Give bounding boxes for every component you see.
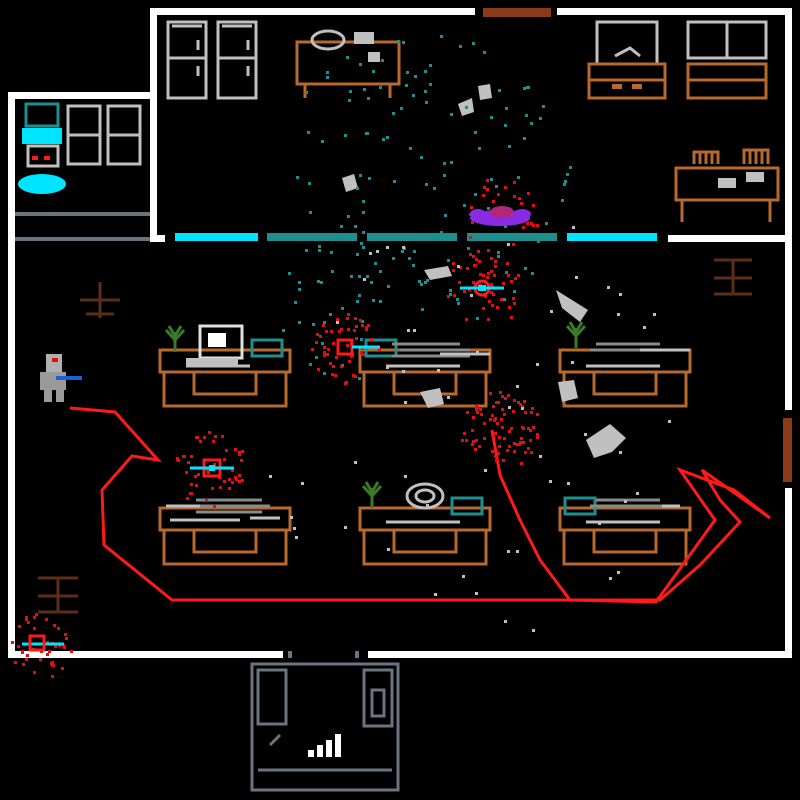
desk-phone-1[interactable]	[250, 338, 284, 358]
elevator-room	[250, 662, 400, 792]
scrap-debris	[420, 266, 626, 458]
rolodex[interactable]	[405, 482, 445, 510]
grey-debris-dots	[269, 226, 671, 632]
walls	[8, 8, 792, 658]
left-room-shelf	[15, 212, 150, 241]
purple-goo	[470, 206, 531, 226]
top-door[interactable]	[483, 8, 551, 17]
security-drone-top[interactable]	[460, 279, 504, 297]
potted-plant-3	[361, 481, 383, 508]
blood-splatter-3	[461, 391, 539, 465]
bottom-doorway[interactable]	[288, 651, 359, 658]
potted-plant-1	[164, 325, 186, 352]
office-desk-4[interactable]	[158, 506, 292, 566]
coat-rack-left[interactable]	[80, 282, 120, 318]
filing-cabinet-left[interactable]	[166, 20, 208, 100]
left-room-cabinets[interactable]	[66, 104, 142, 166]
computer-monitor[interactable]	[186, 324, 244, 366]
blood-splatter-4	[176, 431, 244, 508]
coat-rack-bottom-left[interactable]	[38, 576, 78, 614]
glass-partition	[175, 233, 657, 241]
player-character[interactable]	[40, 354, 82, 402]
coat-rack-right[interactable]	[714, 258, 752, 296]
dining-table[interactable]	[674, 148, 780, 222]
red-laser-beam	[69, 406, 771, 604]
desk-clutter	[188, 342, 670, 514]
top-wall-cabinet[interactable]	[686, 20, 768, 100]
blood-splatter-1	[447, 249, 520, 321]
office-desk-6[interactable]	[558, 506, 692, 566]
potted-plant-2	[565, 321, 587, 348]
security-drone-corner[interactable]	[22, 634, 64, 652]
particle-field	[11, 35, 671, 678]
filing-cabinet-right[interactable]	[216, 20, 258, 100]
office-desk-1[interactable]	[158, 348, 292, 408]
blood-splatter-2	[311, 313, 381, 385]
teal-dust-top	[296, 35, 572, 320]
teal-dust-mid	[282, 225, 429, 380]
top-sink-cabinet[interactable]	[587, 20, 667, 100]
signal-bars-icon	[308, 734, 341, 757]
desk-phone-3[interactable]	[450, 496, 484, 516]
security-drone-left[interactable]	[190, 458, 234, 478]
right-door[interactable]	[783, 418, 792, 482]
security-drone-mid[interactable]	[336, 338, 380, 356]
robot-vending-unit[interactable]	[18, 102, 66, 194]
